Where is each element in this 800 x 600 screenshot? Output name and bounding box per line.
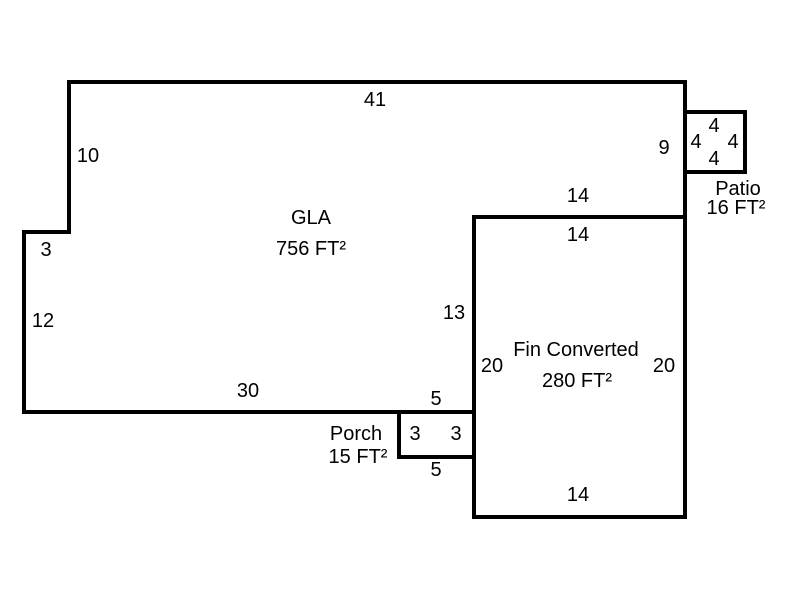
gla-dim-left-upper: 10	[77, 145, 99, 167]
gla-dim-inner-top: 14	[567, 185, 589, 207]
fin-converted-outline	[472, 215, 687, 519]
gla-dim-right-upper: 9	[658, 137, 669, 159]
fin-dim-top: 14	[567, 224, 589, 246]
porch-dim-bottom: 5	[430, 459, 441, 481]
patio-outline	[683, 110, 747, 174]
porch-outline	[397, 410, 476, 459]
gla-dim-left-lower: 12	[32, 310, 54, 332]
porch-area: 15 FT²	[329, 446, 388, 468]
fin-dim-bottom: 14	[567, 484, 589, 506]
gla-area: 756 FT²	[276, 238, 346, 260]
patio-area: 16 FT²	[707, 197, 766, 219]
patio-dim-top: 4	[708, 115, 719, 137]
patio-label: Patio	[715, 178, 761, 200]
gla-dim-inner-side: 13	[443, 302, 465, 324]
gla-dim-top: 41	[364, 89, 386, 111]
gla-dim-step: 3	[40, 239, 51, 261]
fin-label: Fin Converted	[513, 339, 639, 361]
porch-dim-left: 3	[409, 423, 420, 445]
patio-dim-left: 4	[690, 131, 701, 153]
porch-dim-top: 5	[430, 388, 441, 410]
gla-label: GLA	[291, 207, 332, 229]
fin-dim-right: 20	[653, 355, 675, 377]
patio-dim-right: 4	[727, 131, 738, 153]
patio-dim-bottom: 4	[708, 148, 719, 170]
gla-outline	[22, 80, 687, 414]
porch-dim-right: 3	[450, 423, 461, 445]
fin-dim-left: 20	[481, 355, 503, 377]
fin-area: 280 FT²	[542, 370, 612, 392]
gla-dim-bottom: 30	[237, 380, 259, 402]
porch-label: Porch	[330, 423, 382, 445]
